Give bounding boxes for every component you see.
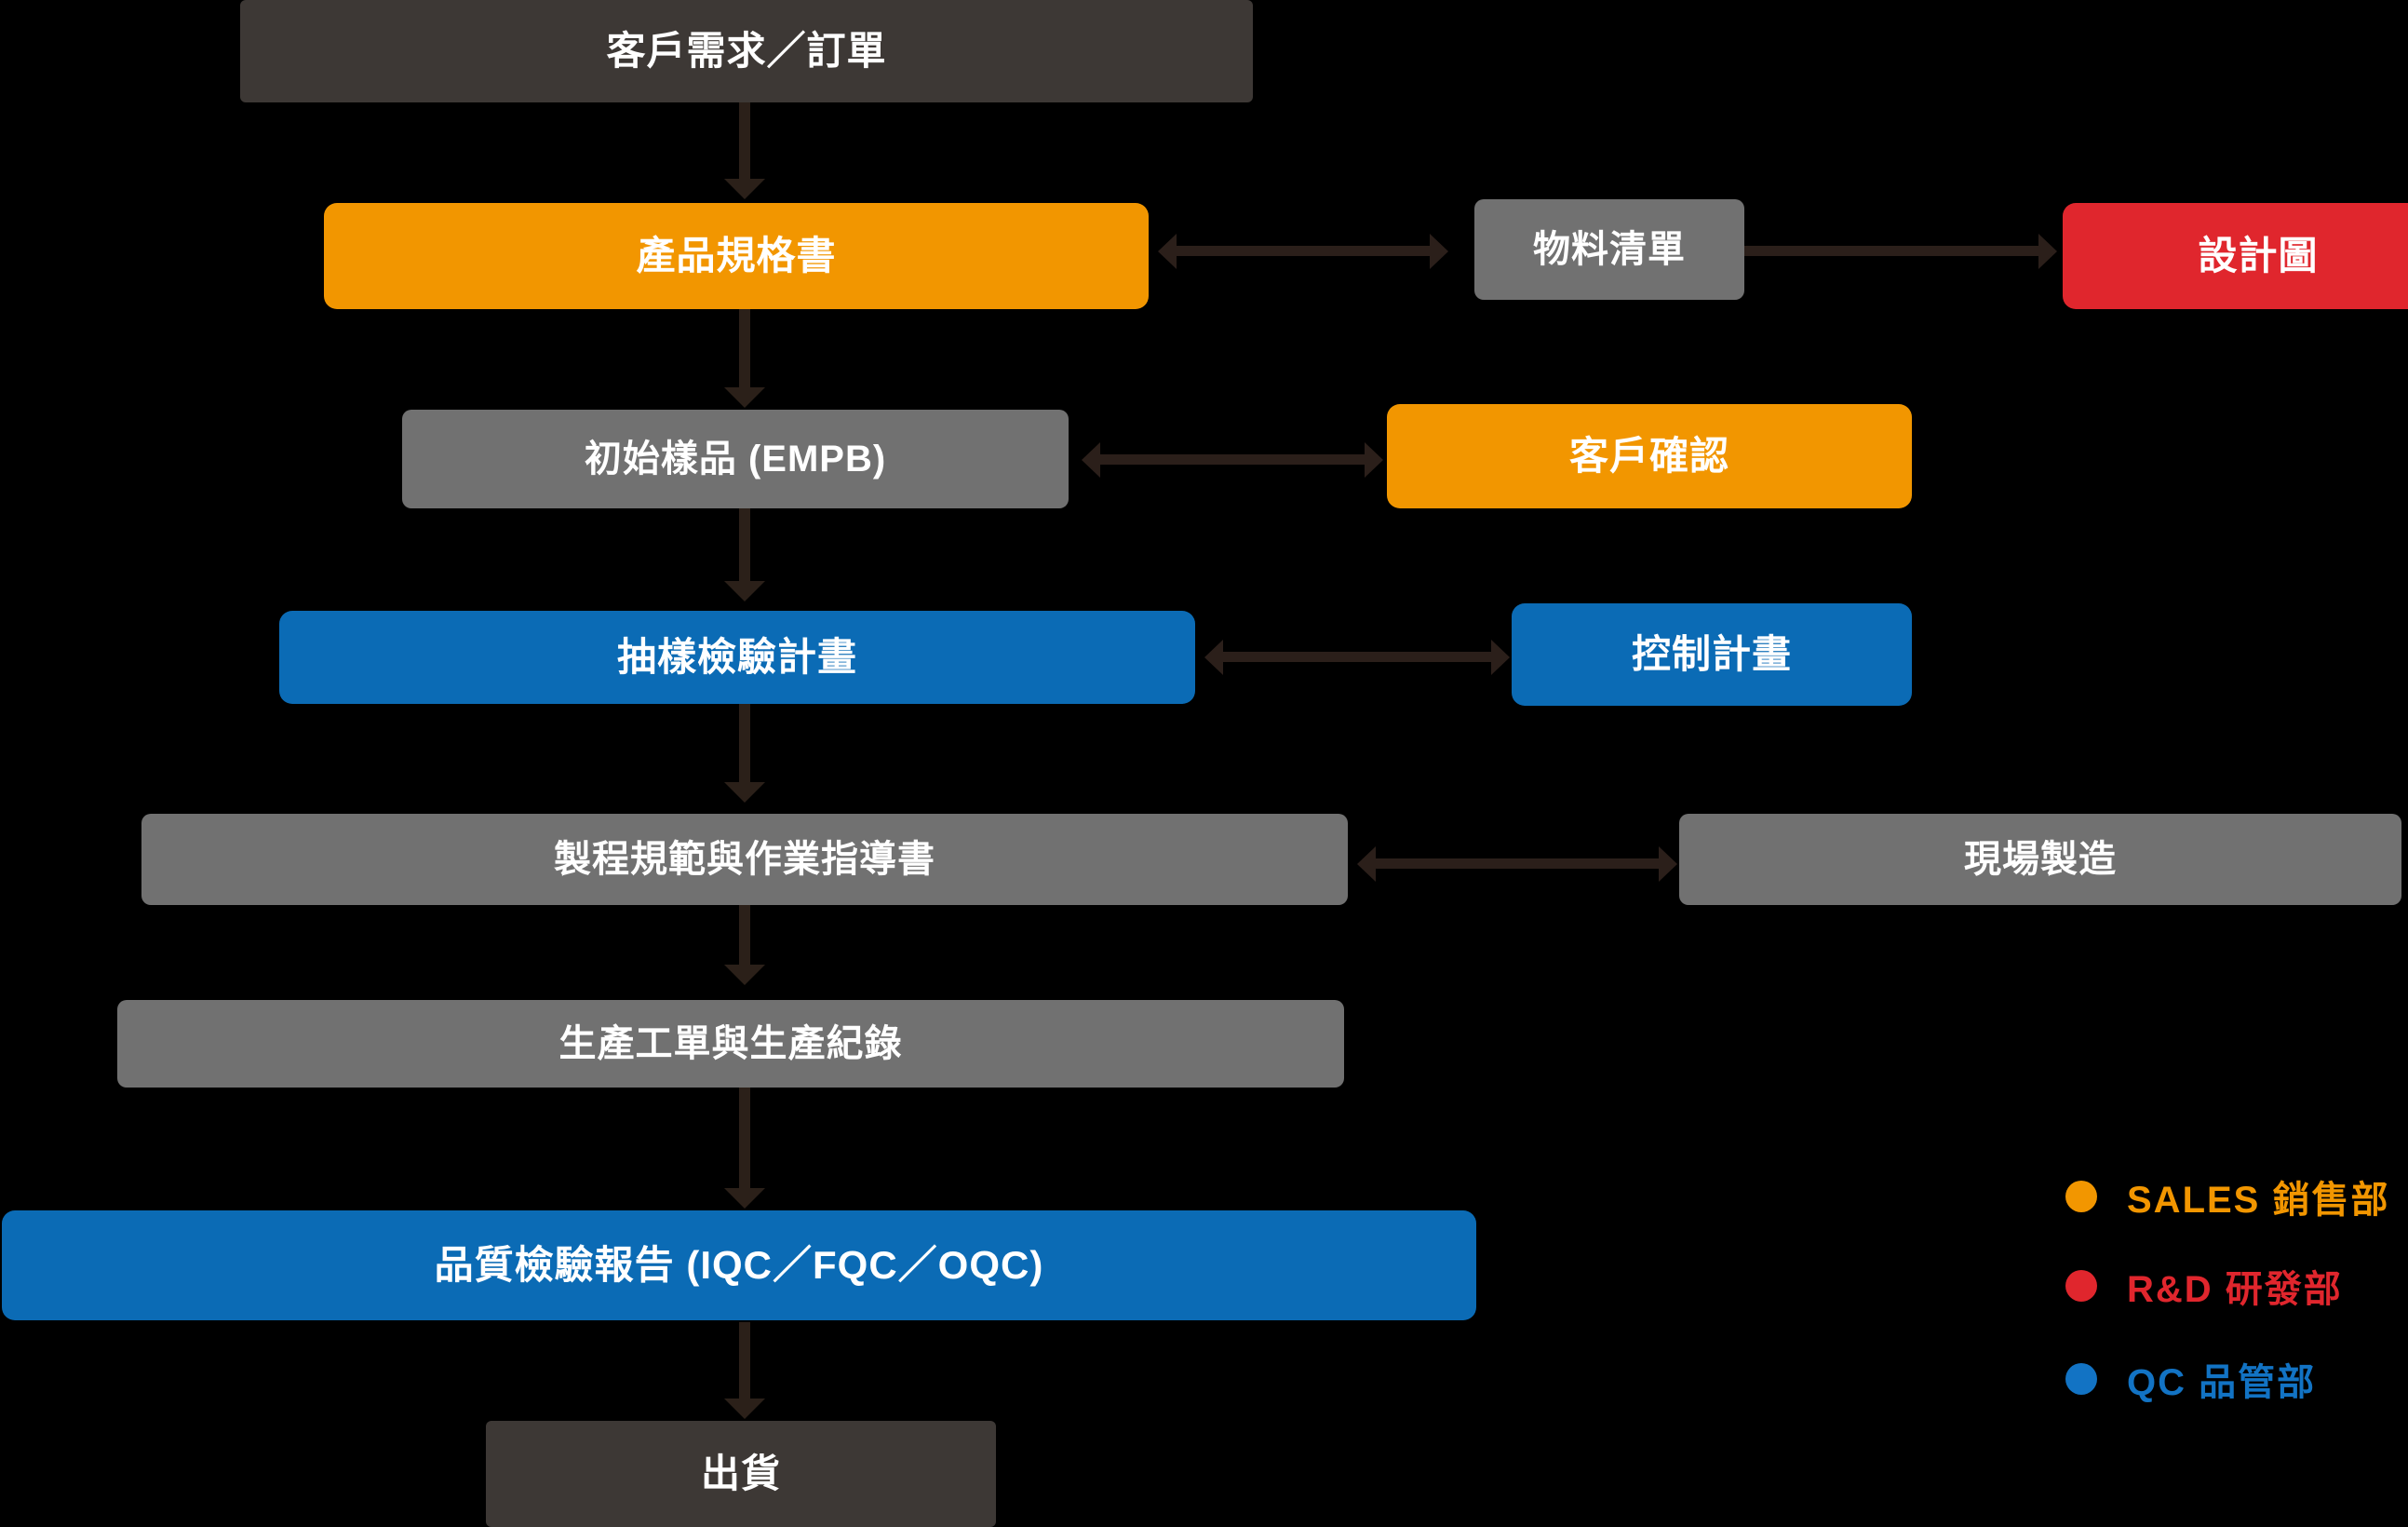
connector-quality-to-ship [739, 1322, 750, 1400]
legend-label-sales: SALES 銷售部 [2127, 1180, 2390, 1221]
node-initial-sample[interactable]: 初始樣品 (EMPB) [402, 410, 1069, 508]
connector-sample-approval [1098, 454, 1366, 465]
connector-process-shopfloor [1374, 858, 1661, 869]
legend-item-sales: SALES 銷售部 [2065, 1169, 2389, 1223]
legend-item-qc: QC 品管部 [2065, 1352, 2316, 1406]
legend-label-qc: QC 品管部 [2127, 1362, 2317, 1403]
node-shipment[interactable]: 出貨 [486, 1421, 996, 1527]
node-sampling-plan[interactable]: 抽樣檢驗計畫 [279, 611, 1195, 704]
legend-dot-rd [2065, 1270, 2097, 1302]
node-work-order[interactable]: 生產工單與生產紀錄 [117, 1000, 1344, 1088]
node-shop-floor[interactable]: 現場製造 [1679, 814, 2401, 905]
connector-spec-to-sample [739, 309, 750, 389]
node-bom[interactable]: 物料清單 [1474, 199, 1744, 300]
connector-bom-design [1610, 246, 2040, 256]
connector-sampling-control [1221, 652, 1493, 662]
node-control-plan[interactable]: 控制計畫 [1512, 603, 1912, 706]
node-product-spec[interactable]: 產品規格書 [324, 203, 1149, 309]
connector-sample-to-sampling [739, 503, 750, 583]
legend-dot-sales [2065, 1181, 2097, 1212]
connector-process-to-order [739, 905, 750, 966]
node-customer-order[interactable]: 客戶需求／訂單 [240, 0, 1253, 102]
node-design-drawing[interactable]: 設計圖 [2063, 203, 2408, 309]
connector-order-to-spec [739, 101, 750, 181]
node-quality-report[interactable]: 品質檢驗報告 (IQC／FQC／OQC) [2, 1210, 1476, 1320]
connector-order-to-quality [739, 1088, 750, 1190]
legend-item-rd: R&D 研發部 [2065, 1259, 2343, 1313]
node-customer-approval[interactable]: 客戶確認 [1387, 404, 1912, 508]
legend-label-rd: R&D 研發部 [2127, 1269, 2343, 1310]
node-process-spec[interactable]: 製程規範與作業指導書 [141, 814, 1348, 905]
connector-spec-bom [1175, 246, 1432, 256]
legend-dot-qc [2065, 1363, 2097, 1395]
connector-sampling-to-process [739, 704, 750, 784]
